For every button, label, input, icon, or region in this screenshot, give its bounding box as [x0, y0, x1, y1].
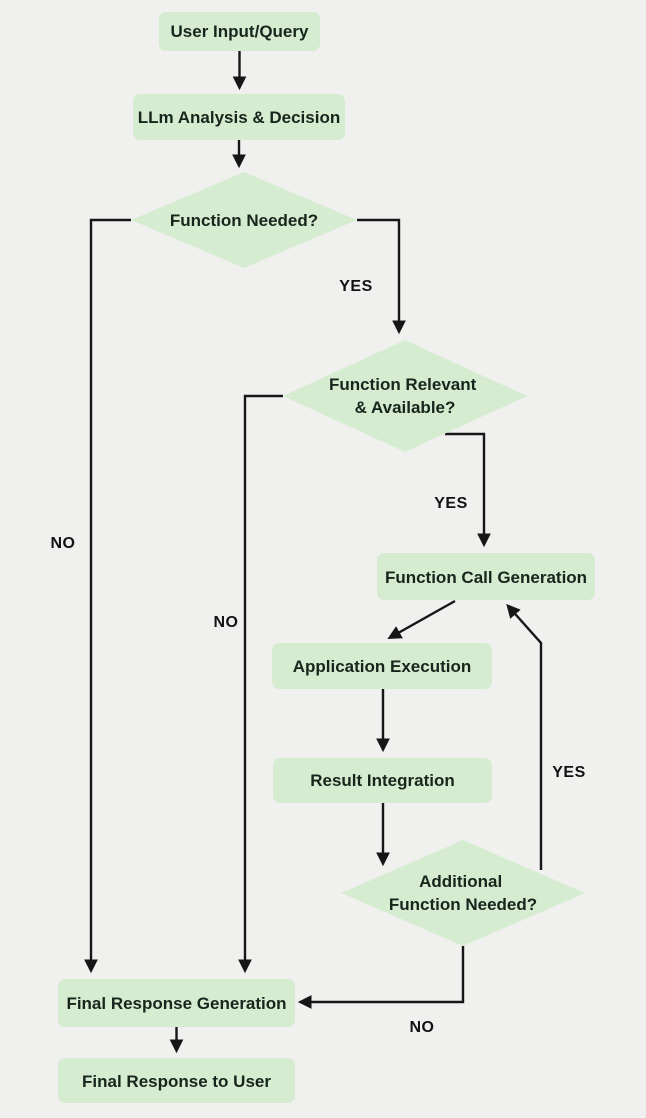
decision-function-relevant-available-label: Function Relevant & Available?	[329, 375, 481, 417]
decision-additional-function-needed-label: Additional Function Needed?	[389, 872, 537, 914]
edge-label-additional-function-yes: YES	[552, 764, 586, 781]
edge-function-needed-yes	[357, 218, 406, 335]
decision-function-relevant-available: Function Relevant & Available?	[283, 340, 527, 452]
node-final-response-generation-box	[58, 979, 295, 1027]
edge-additional-function-yes-loop	[506, 603, 543, 870]
node-function-call-generation-box	[377, 553, 595, 600]
node-user-input-query-box	[159, 12, 320, 51]
node-function-call-generation-label: Function Call Generation	[385, 568, 587, 587]
decision-additional-function-needed: Additional Function Needed?	[341, 840, 585, 946]
node-result-integration: Result Integration	[273, 758, 492, 803]
edge-label-additional-function-no: NO	[410, 1019, 435, 1036]
edge-function-relevant-no	[238, 394, 283, 974]
node-final-response-generation-label: Final Response Generation	[66, 994, 286, 1013]
decision-function-needed-diamond	[131, 172, 357, 268]
edge-additional-function-no	[297, 946, 465, 1009]
node-llm-analysis-decision-label: LLm Analysis & Decision	[138, 108, 340, 127]
edge-label-function-relevant-no: NO	[214, 614, 239, 631]
decision-function-relevant-available-diamond	[283, 340, 527, 452]
node-application-execution-box	[272, 643, 492, 689]
edge-function-call-to-application-execution	[387, 599, 456, 640]
node-final-response-to-user-box	[58, 1058, 295, 1103]
node-final-response-to-user-label: Final Response to User	[82, 1072, 271, 1091]
edge-function-needed-no	[84, 218, 131, 974]
node-user-input-query: User Input/Query	[159, 12, 320, 51]
edge-function-relevant-yes	[445, 432, 491, 548]
edge-label-function-relevant-yes: YES	[434, 495, 468, 512]
node-llm-analysis-decision-box	[133, 94, 345, 140]
node-final-response-generation: Final Response Generation	[58, 979, 295, 1027]
edge-label-function-needed-yes: YES	[339, 278, 373, 295]
node-application-execution-label: Application Execution	[293, 657, 472, 676]
node-llm-analysis-decision: LLm Analysis & Decision	[133, 94, 345, 140]
node-result-integration-box	[273, 758, 492, 803]
decision-function-needed: Function Needed?	[131, 172, 357, 268]
node-application-execution: Application Execution	[272, 643, 492, 689]
node-final-response-to-user: Final Response to User	[58, 1058, 295, 1103]
decision-additional-function-needed-diamond	[341, 840, 585, 946]
node-result-integration-label: Result Integration	[310, 771, 455, 790]
node-function-call-generation: Function Call Generation	[377, 553, 595, 600]
node-user-input-query-label: User Input/Query	[171, 22, 309, 41]
edge-label-function-needed-no: NO	[51, 535, 76, 552]
decision-function-needed-label: Function Needed?	[170, 211, 318, 230]
